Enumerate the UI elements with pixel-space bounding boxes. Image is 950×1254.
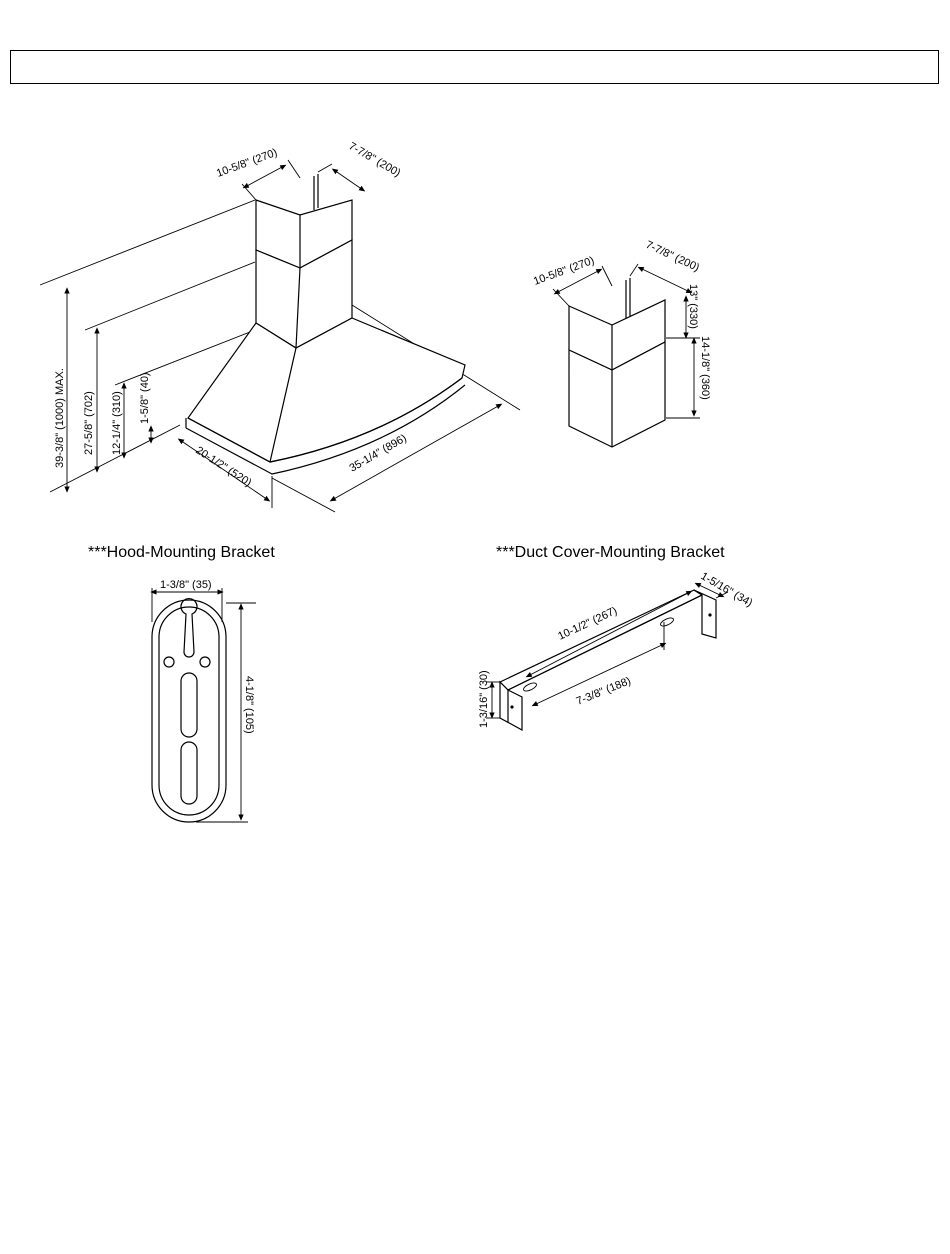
chimney-width-label: 7-7/8" (200) bbox=[347, 140, 403, 179]
hood-bracket-title: ***Hood-Mounting Bracket bbox=[88, 544, 275, 562]
duct-lower-height-label: 14-1/8" (360) bbox=[699, 336, 711, 400]
hood-bracket-drawing: 1-3/8" (35) 4-1/8" (105) bbox=[152, 579, 256, 822]
height-310-label: 12-1/4" (310) bbox=[111, 391, 123, 455]
wall-line bbox=[85, 262, 255, 330]
height-40-label: 1-5/8" (40) bbox=[139, 372, 151, 424]
depth-label: 20-1/2" (520) bbox=[193, 444, 253, 489]
range-hood-drawing: 39-3/8" (1000) MAX. 27-5/8" (702) 12-1/4… bbox=[40, 140, 520, 512]
duct-bracket-title: ***Duct Cover-Mounting Bracket bbox=[496, 544, 725, 562]
duct-depth-label: 10-5/8" (270) bbox=[532, 255, 596, 288]
duct-bracket-height-label: 1-3/16" (30) bbox=[478, 670, 490, 728]
max-height-label: 39-3/8" (1000) MAX. bbox=[54, 368, 66, 468]
hood-bracket-width-label: 1-3/8" (35) bbox=[160, 579, 212, 591]
duct-width-label: 7-7/8" (200) bbox=[644, 239, 701, 274]
wall-line bbox=[40, 200, 255, 285]
chimney-depth-label: 10-5/8" (270) bbox=[215, 147, 279, 180]
duct-cover-drawing: 10-5/8" (270) 7-7/8" (200) 13" (330) 14-… bbox=[532, 239, 711, 447]
duct-upper-height-label: 13" (330) bbox=[687, 284, 699, 329]
hood-bracket-plate bbox=[152, 600, 226, 822]
duct-bracket-drawing: 10-1/2" (267) 7-3/8" (188) 1-3/16" (30) … bbox=[478, 570, 754, 730]
hood-bracket-height-label: 4-1/8" (105) bbox=[243, 676, 255, 734]
duct-bracket-spacing-label: 7-3/8" (188) bbox=[575, 675, 633, 708]
height-702-label: 27-5/8" (702) bbox=[83, 391, 95, 455]
